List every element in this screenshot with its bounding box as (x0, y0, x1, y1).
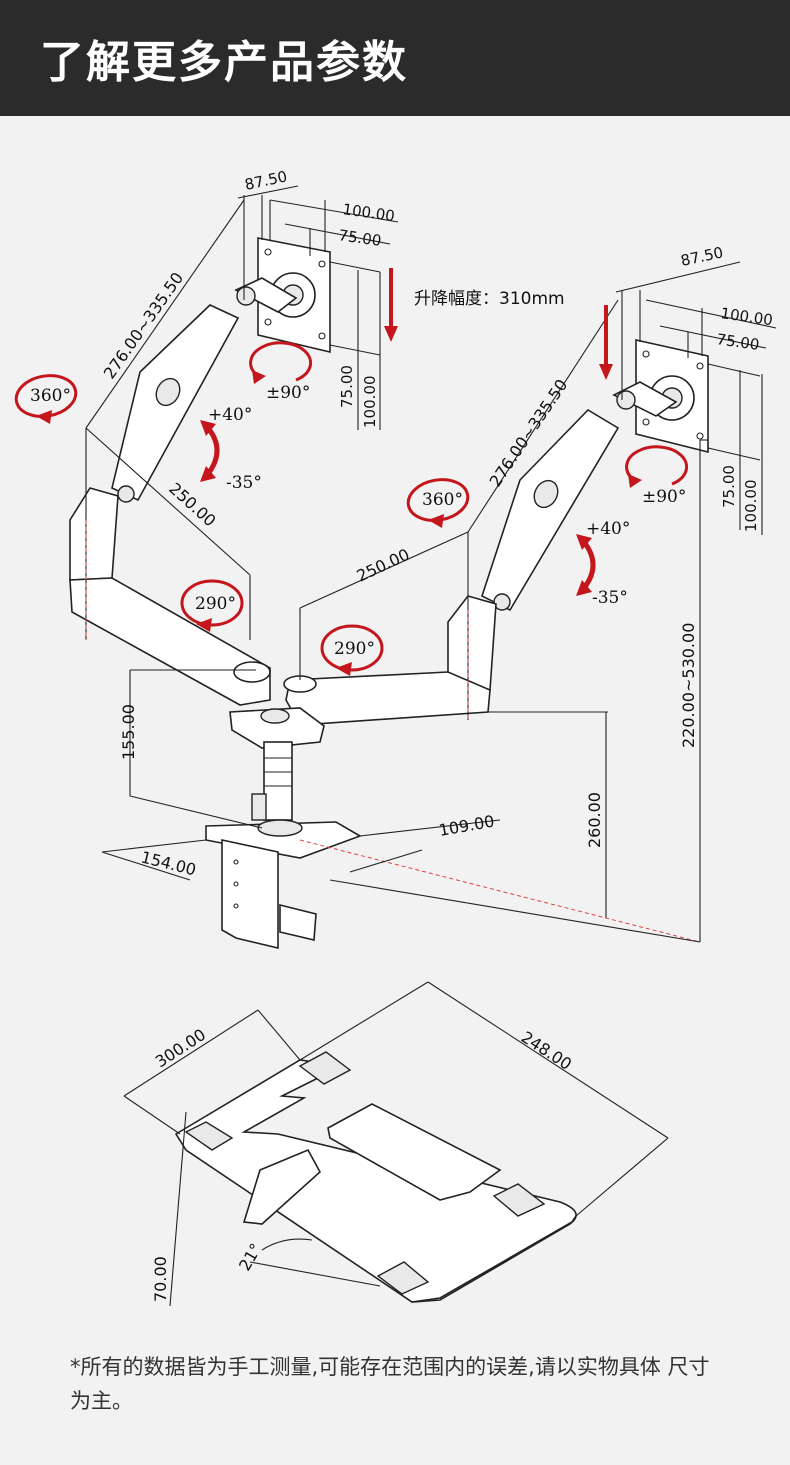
dim-tray-depth: 248.00 (518, 1027, 575, 1073)
laptop-tray (174, 1051, 577, 1303)
dim-lower-arm-right: 250.00 (354, 545, 413, 586)
svg-text:290°: 290° (334, 639, 375, 659)
right-vesa-plate (612, 339, 709, 454)
lift-arrow-right (599, 305, 613, 380)
tilt-down-right: -35° (592, 588, 628, 608)
rotation-360-left: 360° (14, 374, 78, 424)
dim-tray-angle: 21° (235, 1240, 266, 1274)
swivel-arrow-right (625, 445, 689, 488)
dim-vesa-75h-left: 75.00 (337, 226, 382, 250)
dim-tray-width: 300.00 (152, 1025, 209, 1071)
left-vesa-dimensions: 87.50 100.00 75.00 75.00 100.00 (237, 167, 399, 430)
dim-vesa-75h-right: 75.00 (715, 330, 760, 354)
swivel-left: ±90° (266, 383, 310, 403)
svg-text:360°: 360° (30, 386, 71, 406)
height-dimension-lines: 155.00 260.00 220.00~530.00 (119, 439, 708, 943)
dim-tray-height: 70.00 (151, 1256, 170, 1302)
swivel-arrow-left (249, 341, 313, 384)
dim-vesa-75v-left: 75.00 (338, 365, 356, 408)
center-pole-and-clamp (205, 707, 362, 950)
rotation-290-left: 290° (180, 579, 244, 632)
lift-range-label: 升降幅度：310mm (414, 289, 565, 309)
svg-text:360°: 360° (422, 490, 463, 510)
dim-lower-arm-left: 250.00 (165, 479, 219, 531)
dim-vesa-100v-right: 100.00 (742, 480, 760, 533)
left-vesa-plate (234, 237, 331, 354)
dim-vesa-offset-left: 87.50 (243, 167, 289, 194)
dim-clamp-depth: 154.00 (139, 847, 198, 879)
lift-arrow-left (384, 268, 398, 342)
dim-vesa-100v-left: 100.00 (361, 376, 379, 429)
tilt-arrow-left (200, 420, 220, 482)
swivel-right: ±90° (642, 487, 686, 507)
dim-vesa-75v-right: 75.00 (720, 465, 738, 508)
dim-vesa-offset-right: 87.50 (679, 243, 725, 270)
tilt-arrow-right (576, 534, 596, 596)
tilt-up-left: +40° (208, 405, 252, 425)
dim-total-height: 220.00~530.00 (679, 623, 698, 748)
dim-base-height: 260.00 (585, 792, 604, 848)
left-arm (69, 304, 271, 706)
right-arm (283, 408, 620, 726)
svg-text:290°: 290° (195, 594, 236, 614)
tilt-down-left: -35° (226, 473, 262, 493)
measurement-footnote: *所有的数据皆为手工测量,可能存在范围内的误差,请以实物具体 尺寸为主。 (70, 1355, 710, 1413)
dim-clamp-width: 109.00 (437, 812, 495, 840)
tilt-up-right: +40° (586, 519, 630, 539)
dimension-diagram: 87.50 100.00 75.00 75.00 100.00 (14, 167, 777, 1307)
header-banner: 了解更多产品参数 (0, 0, 790, 116)
dim-vesa-100h-right: 100.00 (719, 304, 773, 329)
rotation-360-right: 360° (406, 478, 470, 528)
rotation-290-right: 290° (320, 624, 384, 676)
dim-pole-height: 155.00 (119, 704, 138, 760)
dim-vesa-100h-left: 100.00 (341, 200, 395, 225)
page-title: 了解更多产品参数 (40, 37, 408, 88)
